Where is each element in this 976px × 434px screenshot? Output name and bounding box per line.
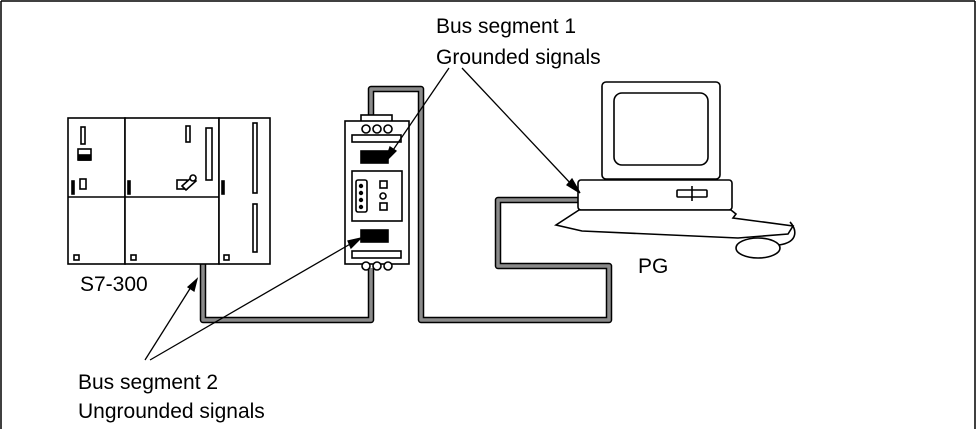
label-pg: PG: [638, 255, 668, 278]
monitor-screen: [613, 92, 709, 166]
bus-cable-segment-1: [367, 85, 613, 324]
label-s7-300: S7-300: [80, 273, 148, 296]
bus-cable-segment-2: [199, 258, 375, 324]
key-switch-icon: [176, 174, 198, 192]
rs485-repeater: [344, 114, 410, 271]
label-grounded-signals: Grounded signals: [436, 46, 601, 69]
segment-2-connector: [360, 229, 389, 243]
callout-arrows-segment-1: [384, 67, 581, 194]
segment-1-connector: [360, 150, 389, 164]
plc-cpu-module: [124, 117, 220, 265]
pg-computer: [553, 81, 796, 259]
s7-300-plc: [67, 117, 271, 265]
mouse: [735, 237, 781, 259]
label-bus-segment-1: Bus segment 1: [436, 15, 576, 38]
plc-signal-module: [218, 117, 271, 265]
plc-power-supply-module: [67, 117, 126, 265]
system-unit: [577, 179, 733, 211]
interface-port: [355, 179, 368, 213]
keyboard: [553, 209, 795, 239]
callout-arrows-segment-2: [144, 236, 364, 361]
label-ungrounded-signals: Ungrounded signals: [78, 400, 265, 423]
label-bus-segment-2: Bus segment 2: [78, 371, 218, 394]
